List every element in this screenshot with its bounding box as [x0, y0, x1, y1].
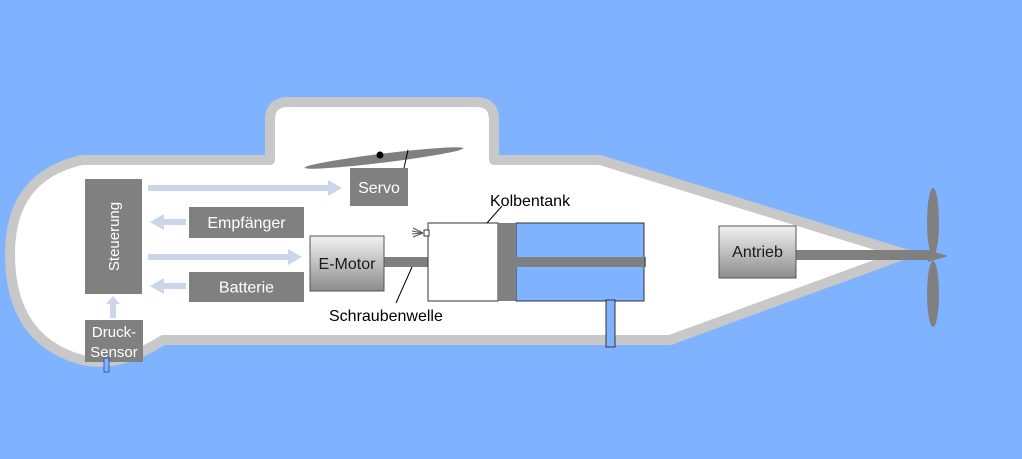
schraubenwelle-leader [395, 266, 413, 304]
propeller-blade-top [927, 188, 939, 256]
propeller-hub-cone [928, 250, 948, 262]
empfaenger-label: Empfänger [207, 215, 286, 232]
dive-plane [304, 147, 464, 169]
kolbentank-label: Kolbentank [490, 193, 571, 210]
arrow-from-empfaenger [150, 214, 186, 230]
kolbentank-air-valve [423, 229, 430, 237]
druck-sensor-label-line2: Sensor [90, 344, 138, 361]
arrow-to-servo [148, 180, 342, 196]
arrow-to-e-motor [148, 249, 302, 265]
dive-plane-pivot [376, 151, 384, 159]
servo-linkage [403, 149, 409, 169]
servo-box [350, 168, 408, 206]
propeller-shaft [796, 250, 928, 260]
druck-sensor-port [103, 357, 110, 373]
antrieb-label: Antrieb [732, 244, 783, 261]
signal-arrows [106, 180, 342, 318]
e-motor-box [309, 235, 385, 292]
steuerung-box [85, 179, 142, 294]
antrieb-box [718, 225, 797, 279]
arrow-from-batterie [150, 278, 186, 294]
kolbentank-leader [486, 205, 503, 224]
arrow-from-druck-sensor [106, 296, 120, 318]
empfaenger-box [189, 207, 304, 238]
druck-sensor-label-line1: Druck- [92, 324, 136, 341]
batterie-label: Batterie [219, 280, 274, 297]
kolbentank-air-chamber [427, 222, 499, 302]
batterie-box [189, 272, 304, 302]
kolbentank-piston [498, 223, 516, 301]
schraubenwelle-label: Schraubenwelle [329, 308, 443, 325]
air-vent-icon [411, 227, 424, 238]
steuerung-label: Steuerung [106, 202, 123, 271]
propeller-blade-bottom [927, 261, 939, 327]
kolbentank-shaft-segment [516, 257, 644, 267]
kolbentank-water-inlet [605, 299, 616, 348]
servo-label: Servo [358, 180, 400, 197]
druck-sensor-box [85, 320, 143, 362]
e-motor-label: E-Motor [319, 256, 377, 273]
